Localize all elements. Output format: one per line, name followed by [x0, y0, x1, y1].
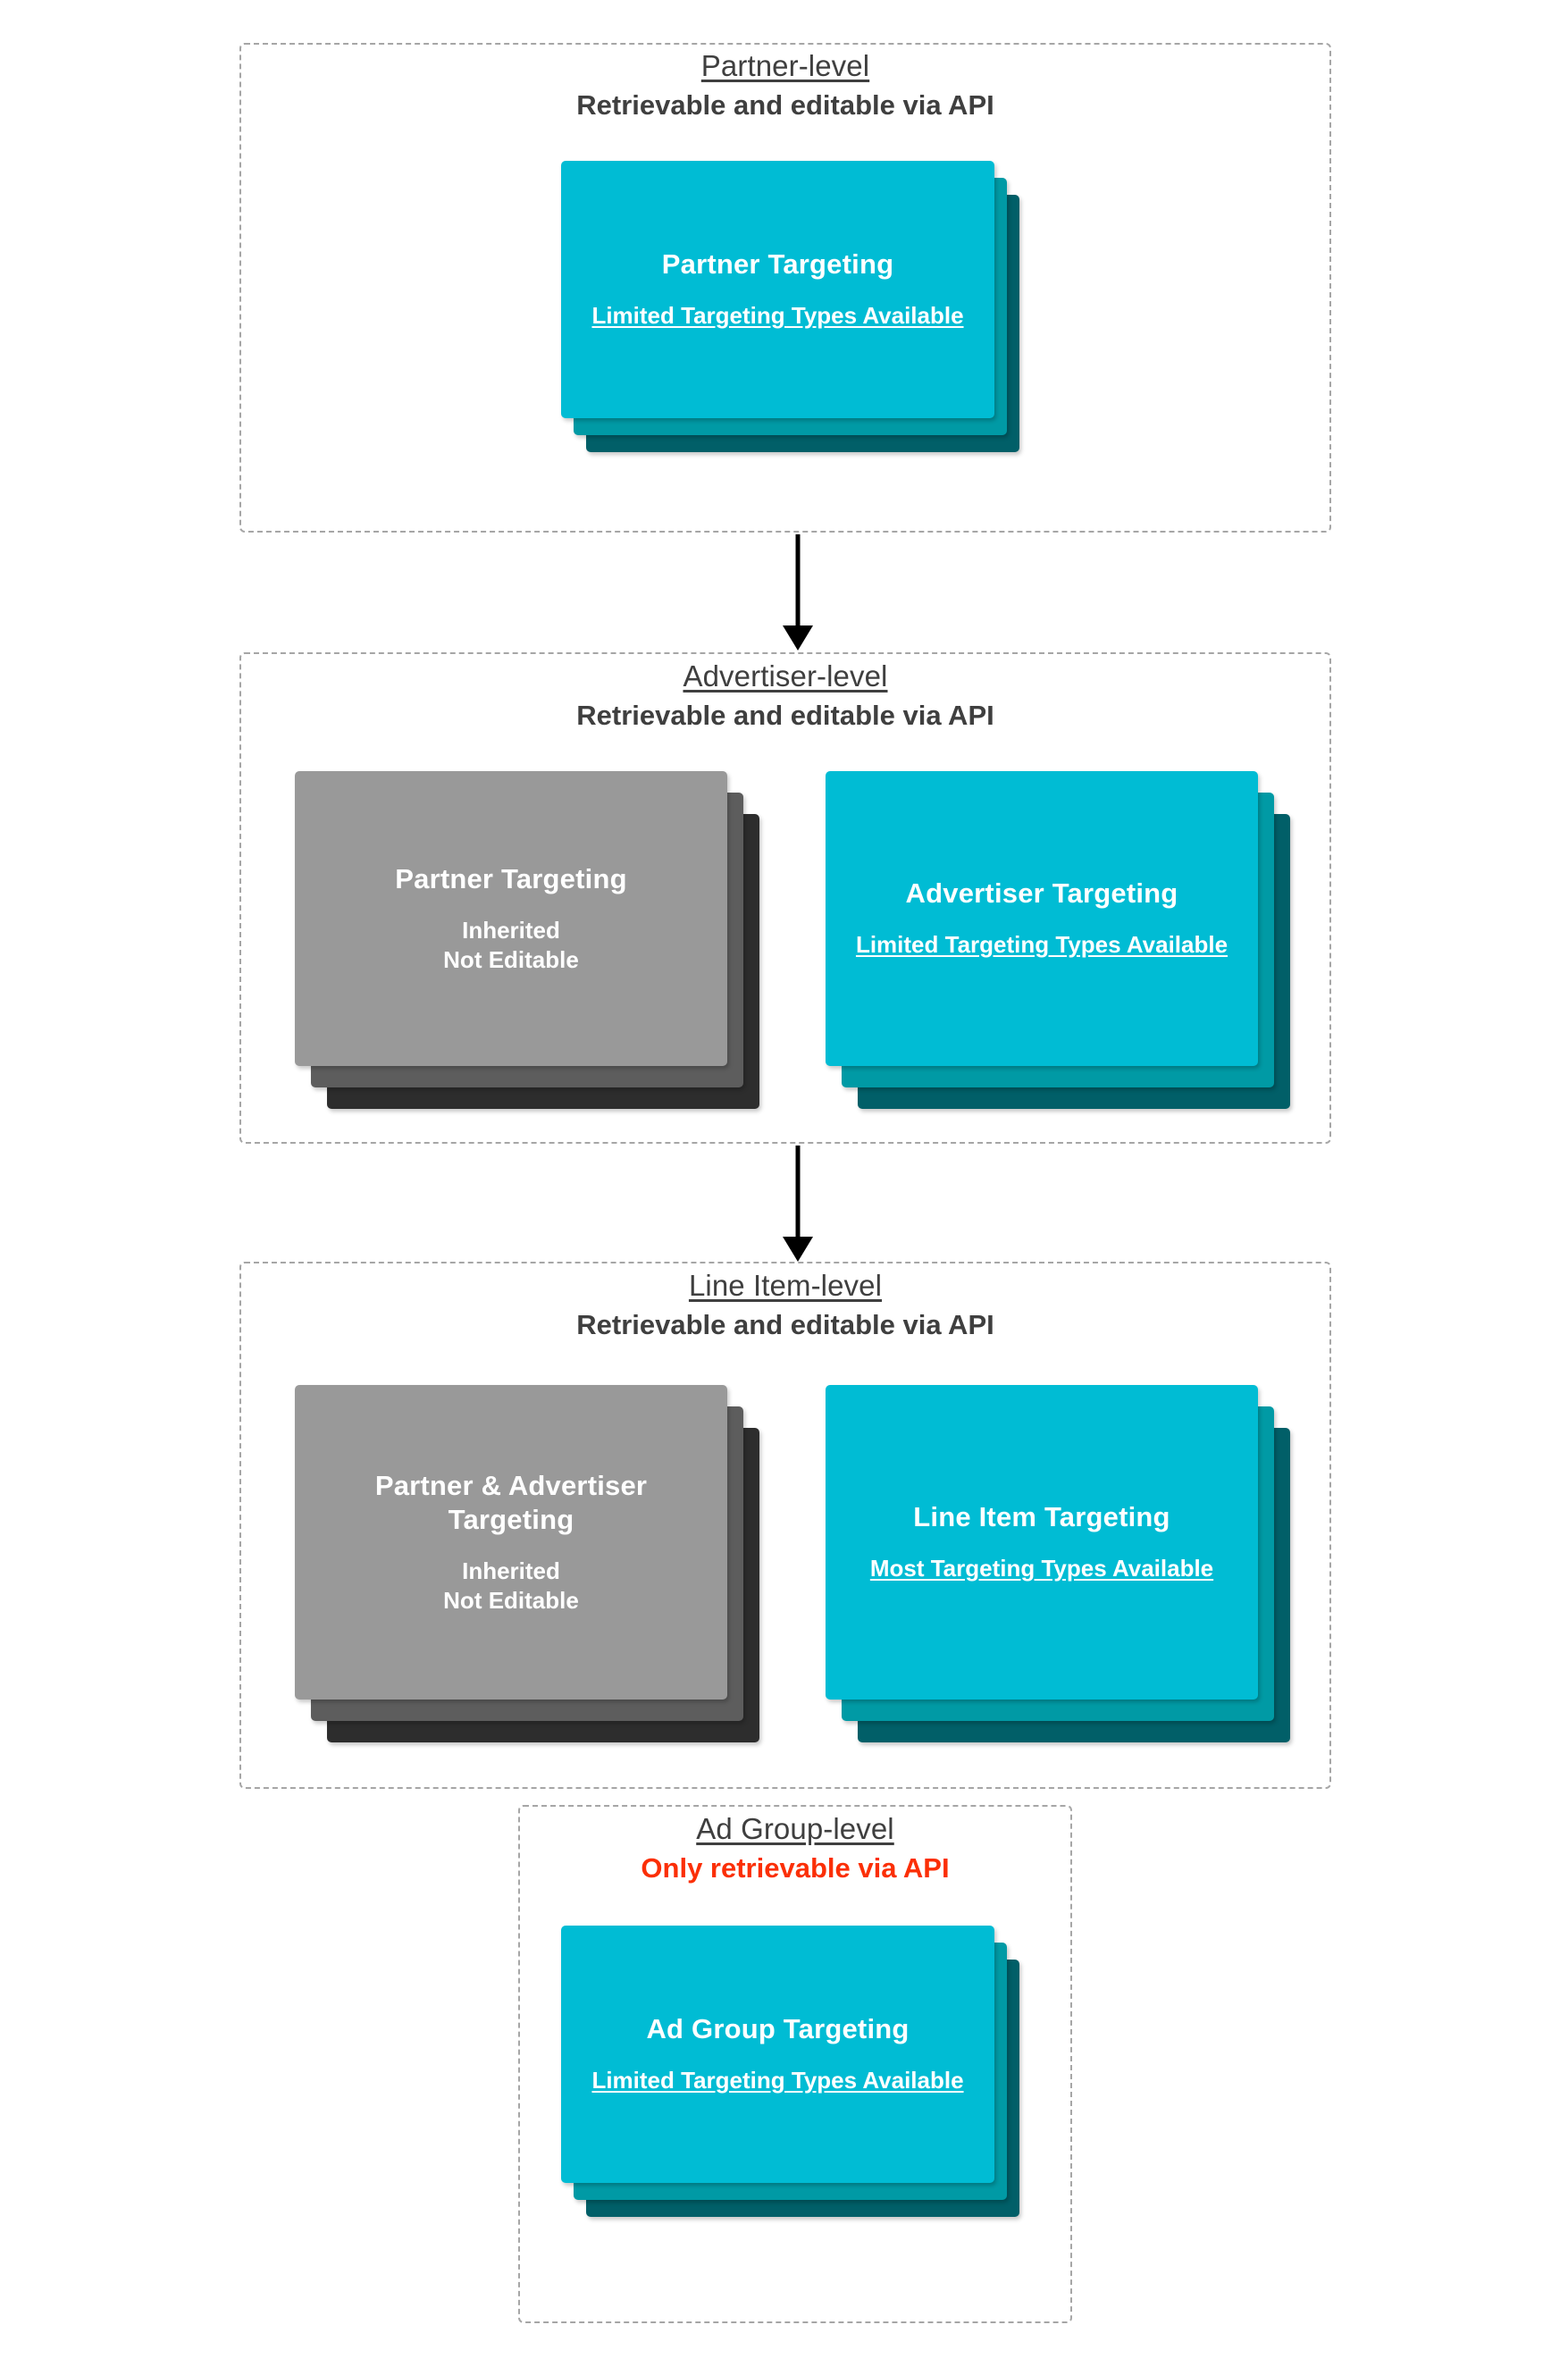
card-stack-advertiser-inherited: Partner Targeting Inherited Not Editable	[295, 771, 768, 1120]
level-box-advertiser	[239, 652, 1331, 1144]
arrow-partner-to-advertiser	[768, 534, 827, 651]
card-partner-targeting[interactable]: Partner Targeting Limited Targeting Type…	[561, 161, 994, 418]
card-stack-partner-targeting: Partner Targeting Limited Targeting Type…	[561, 161, 1026, 491]
card-stack-advertiser-targeting: Advertiser Targeting Limited Targeting T…	[826, 771, 1299, 1120]
arrow-advertiser-to-line-item	[768, 1146, 827, 1262]
card-title: Advertiser Targeting	[905, 877, 1178, 910]
level-box-partner	[239, 43, 1331, 533]
level-box-line-item	[239, 1262, 1331, 1789]
card-subtitle: Most Targeting Types Available	[869, 1555, 1214, 1582]
card-title: Partner Targeting	[661, 248, 894, 281]
card-inherited-partner-targeting[interactable]: Partner Targeting Inherited Not Editable	[295, 771, 727, 1066]
card-subtitle: Limited Targeting Types Available	[855, 931, 1228, 959]
card-title: Partner & Advertiser Targeting	[374, 1469, 648, 1535]
card-stack-line-item-inherited: Partner & Advertiser Targeting Inherited…	[295, 1385, 768, 1760]
card-title: Partner Targeting	[395, 862, 627, 894]
card-title: Line Item Targeting	[913, 1501, 1170, 1533]
card-subtitle: Limited Targeting Types Available	[591, 2067, 964, 2094]
arrow-head	[783, 625, 813, 651]
card-subtitle: Inherited Not Editable	[443, 916, 579, 973]
card-stack-ad-group-targeting: Ad Group Targeting Limited Targeting Typ…	[561, 1926, 1026, 2283]
level-box-ad-group	[518, 1805, 1072, 2323]
card-inherited-partner-advertiser-targeting[interactable]: Partner & Advertiser Targeting Inherited…	[295, 1385, 727, 1700]
card-ad-group-targeting[interactable]: Ad Group Targeting Limited Targeting Typ…	[561, 1926, 994, 2183]
card-advertiser-targeting[interactable]: Advertiser Targeting Limited Targeting T…	[826, 771, 1258, 1066]
card-subtitle: Inherited Not Editable	[443, 1557, 579, 1614]
arrow-shaft	[795, 534, 801, 627]
card-line-item-targeting[interactable]: Line Item Targeting Most Targeting Types…	[826, 1385, 1258, 1700]
card-subtitle: Limited Targeting Types Available	[591, 302, 964, 330]
card-title: Ad Group Targeting	[646, 2013, 910, 2045]
arrow-shaft	[795, 1146, 801, 1238]
card-stack-line-item-targeting: Line Item Targeting Most Targeting Types…	[826, 1385, 1299, 1760]
arrow-head	[783, 1237, 813, 1262]
